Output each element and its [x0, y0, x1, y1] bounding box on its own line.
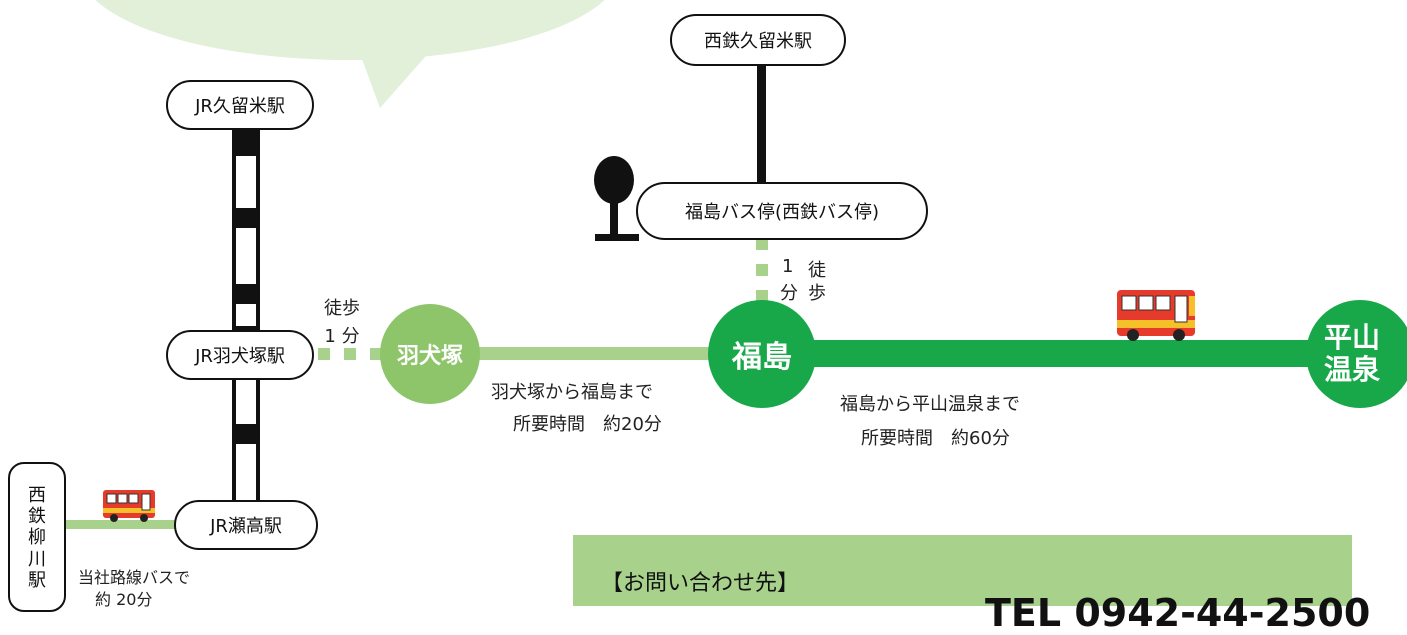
yanagawa-char-4: 川 [28, 548, 46, 570]
walk-label-fukushima-4: 歩 [808, 283, 826, 304]
walk-label-fukushima-3: 徒 [808, 260, 826, 281]
yanagawa-char-2: 鉄 [28, 506, 46, 528]
route-label-hirayama-1: 福島から平山温泉まで [840, 394, 1020, 415]
station-jr-hainuzuka: JR羽犬塚駅 [166, 330, 314, 380]
station-fukushima-bus-stop: 福島バス停(西鉄バス停) [636, 182, 928, 240]
nishitetsu-line [757, 60, 766, 185]
contact-title: 【お問い合わせ先】 [601, 571, 800, 596]
route-yanagawa-setaka [66, 520, 178, 529]
yanagawa-char-1: 西 [28, 484, 46, 506]
walk-connector-hainuzuka [318, 348, 382, 360]
station-nishitetsu-kurume: 西鉄久留米駅 [670, 14, 846, 66]
station-nishitetsu-yanagawa: 西 鉄 柳 川 駅 [8, 462, 66, 612]
yanagawa-char-3: 柳 [28, 527, 46, 549]
walk-label-hainuzuka-1: 徒歩 [324, 298, 360, 319]
station-jr-kurume: JR久留米駅 [166, 80, 314, 130]
speech-bubble [95, 0, 605, 108]
route-label-hainuzuka-1: 羽犬塚から福島まで [491, 382, 653, 403]
station-jr-setaka: JR瀬高駅 [174, 500, 318, 550]
hirayama-line-2: 温泉 [1324, 353, 1381, 386]
stop-hainuzuka: 羽犬塚 [380, 304, 480, 404]
route-label-hirayama-2: 所要時間 約60分 [861, 428, 1010, 449]
route-label-yanagawa-1: 当社路線バスで [78, 568, 191, 587]
contact-box: 【お問い合わせ先】 TEL 0942-44-2500 [573, 535, 1370, 635]
route-map-graphics [66, 0, 1350, 529]
walk-label-fukushima-1: 1 [782, 256, 794, 277]
hirayama-line-1: 平山 [1324, 320, 1381, 354]
yanagawa-char-5: 駅 [28, 569, 46, 591]
walk-label-fukushima-2: 分 [780, 283, 798, 304]
bus-icon [1117, 290, 1195, 341]
jr-rail-track [232, 125, 260, 520]
route-label-yanagawa-2: 約 20分 [95, 590, 153, 609]
walk-connector-fukushima [756, 240, 768, 302]
route-label-hainuzuka-2: 所要時間 約20分 [513, 414, 662, 435]
bus-stop-sign-icon [594, 156, 639, 241]
stop-fukushima: 福島 [708, 300, 816, 408]
bus-icon-small [103, 490, 155, 522]
stop-hirayama-onsen: 平山 温泉 [1306, 300, 1407, 408]
route-fukushima-hirayama [770, 340, 1350, 367]
walk-label-hainuzuka-2: 1 分 [324, 326, 360, 347]
route-hainuzuka-fukushima [440, 347, 740, 360]
contact-tel: TEL 0942-44-2500 [985, 591, 1371, 635]
